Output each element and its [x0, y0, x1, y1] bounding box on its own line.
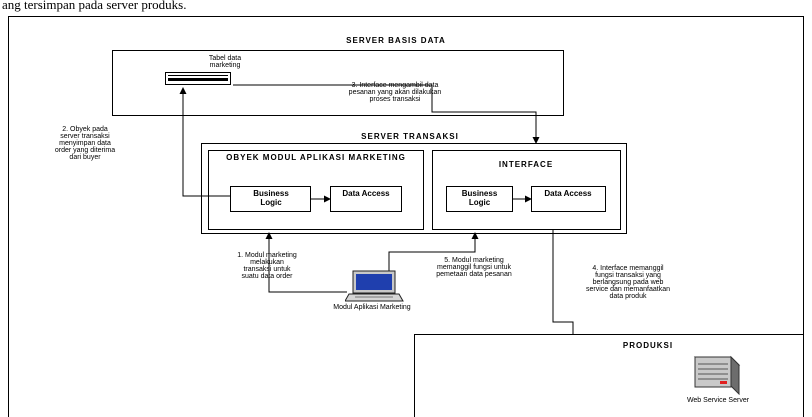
- server-basis-data-title: SERVER BASIS DATA: [346, 36, 446, 45]
- note-obyek-menyimpan: 2. Obyek pada server transaksi menyimpan…: [54, 126, 116, 161]
- note-interface-mengambil: 3. Interface mengambil data pesanan yang…: [348, 82, 442, 103]
- laptop-label: Modul Aplikasi Marketing: [333, 304, 411, 311]
- interface-data-access-label: Data Access: [544, 189, 592, 198]
- tabel-data-marketing-icon: [165, 72, 231, 85]
- note-modul-pemetaan: 5. Modul marketing memanggil fungsi untu…: [436, 257, 512, 278]
- interface-data-access-box: [531, 186, 606, 212]
- obyek-modul-title: OBYEK MODUL APLIKASI MARKETING: [226, 153, 406, 162]
- arrow-tabel-to-interface: [233, 84, 540, 144]
- server-transaksi-box: [201, 143, 627, 234]
- interface-business-logic-label: Business Logic: [461, 189, 498, 207]
- modul-data-access-box: [330, 186, 402, 212]
- modul-business-logic-label: Business Logic: [253, 189, 289, 207]
- obyek-modul-box: [208, 150, 424, 230]
- interface-title: INTERFACE: [498, 160, 554, 169]
- note-interface-memanggil: 4. Interface memanggil fungsi transaksi …: [585, 265, 671, 300]
- interface-business-logic-box: [446, 186, 513, 212]
- arrow-laptop-to-interface: [388, 232, 479, 278]
- interface-box: [432, 150, 621, 230]
- modul-business-logic-box: [230, 186, 311, 212]
- produksi-title: PRODUKSI: [622, 341, 674, 350]
- note-modul-transaksi: 1. Modul marketing melakukan transaksi u…: [237, 252, 297, 280]
- tabel-data-marketing-label: Tabel data marketing: [208, 55, 242, 69]
- top-caption: ang tersimpan pada server produks.: [2, 0, 187, 12]
- server-transaksi-title: SERVER TRANSAKSI: [361, 132, 459, 141]
- server-icon: [693, 355, 741, 395]
- arrow-laptop-to-modul: [265, 232, 347, 293]
- modul-data-access-label: Data Access: [342, 189, 390, 198]
- server-label: Web Service Server: [686, 397, 750, 404]
- laptop-icon: [345, 270, 404, 302]
- server-basis-data-box: [112, 50, 564, 116]
